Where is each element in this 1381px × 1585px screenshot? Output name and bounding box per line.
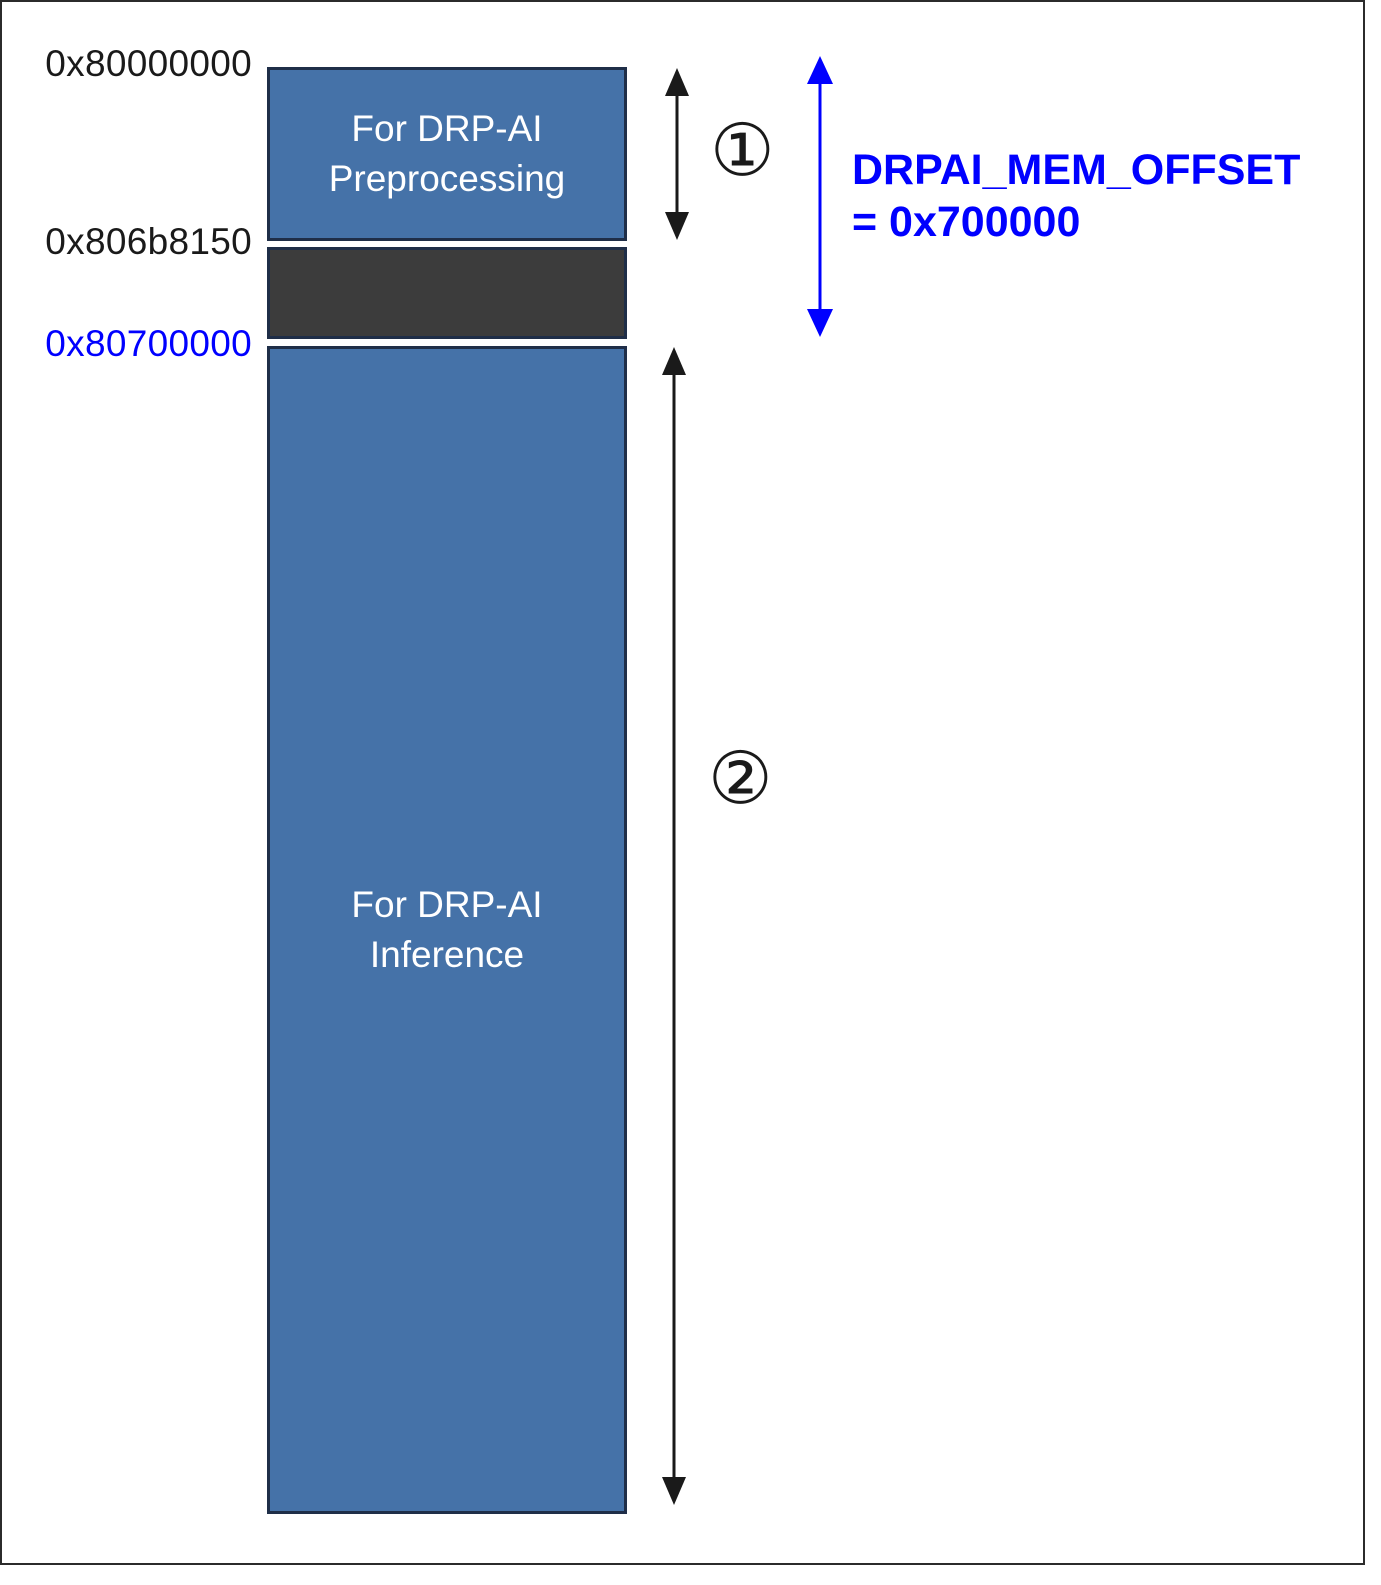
inference-label-line1: For DRP-AI	[351, 884, 543, 925]
inference-label-line2: Inference	[369, 934, 525, 975]
diagram-frame: 0x80000000 0x806b8150 0x80700000 For DRP…	[0, 0, 1365, 1565]
marker-one: ①	[710, 108, 775, 192]
mem-offset-name: DRPAI_MEM_OFFSET	[852, 146, 1301, 194]
marker-two: ②	[708, 736, 773, 820]
reserved-gap-block	[267, 247, 627, 339]
dimension-arrows	[662, 56, 833, 1505]
preprocessing-block: For DRP-AI Preprocessing	[267, 67, 627, 241]
inference-span-arrow	[662, 347, 686, 1505]
address-start: 0x80000000	[45, 43, 252, 84]
mem-offset-value: = 0x700000	[852, 198, 1081, 246]
mem-offset-arrow	[807, 56, 833, 337]
inference-block: For DRP-AI Inference	[267, 346, 627, 1514]
preprocessing-label-line1: For DRP-AI	[351, 108, 543, 149]
preprocessing-span-arrow	[665, 68, 689, 240]
address-preprocessing-end: 0x806b8150	[45, 221, 252, 262]
preprocessing-label-line2: Preprocessing	[328, 158, 566, 199]
address-inference-start: 0x80700000	[45, 323, 252, 364]
mem-offset-label: DRPAI_MEM_OFFSET = 0x700000	[852, 144, 1300, 248]
